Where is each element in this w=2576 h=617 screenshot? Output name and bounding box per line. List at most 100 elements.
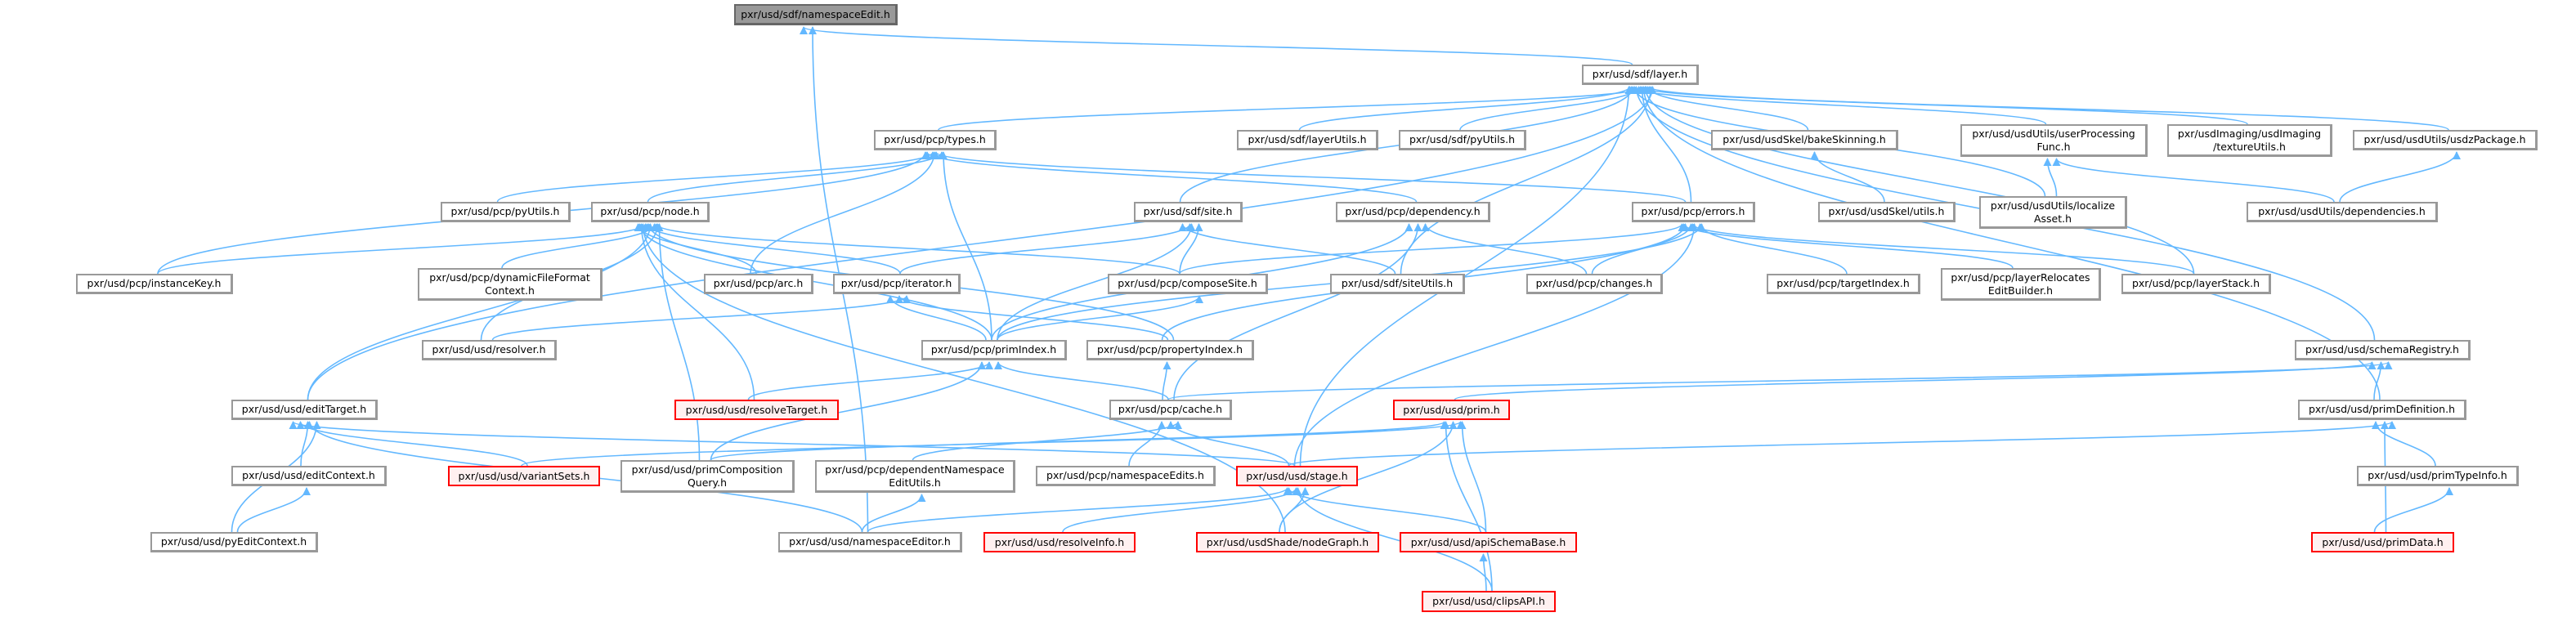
include-edge-layerUtils-to-layer	[1298, 86, 1634, 131]
include-edge-editTarget-to-layer	[307, 86, 1657, 400]
node-label: pxr/usd/pcp/node.h	[600, 205, 700, 217]
node-label: pxr/usd/sdf/layerUtils.h	[1248, 133, 1367, 145]
graph-node-siteUtils[interactable]: pxr/usd/sdf/siteUtils.h	[1330, 274, 1465, 294]
node-label: pxr/usd/usd/primComposition	[631, 463, 783, 476]
graph-node-primDefinition[interactable]: pxr/usd/usd/primDefinition.h	[2298, 400, 2466, 420]
include-edge-siteUtils-to-site	[1178, 223, 1396, 275]
node-label: pxr/usd/pcp/errors.h	[1641, 205, 1745, 217]
graph-node-skelUtils[interactable]: pxr/usd/usdSkel/utils.h	[1818, 202, 1956, 222]
include-edge-layerRelocates-to-errors	[1679, 223, 2014, 269]
include-edge-editContext-to-editTarget	[300, 421, 312, 467]
node-label: pxr/usd/usdSkel/utils.h	[1828, 205, 1945, 217]
include-edge-changes-to-dependency	[1421, 223, 1588, 275]
graph-node-editTarget[interactable]: pxr/usd/usd/editTarget.h	[231, 400, 378, 420]
include-edge-userProc-to-layer	[1627, 86, 2047, 125]
graph-node-resolver[interactable]: pxr/usd/usd/resolver.h	[422, 340, 557, 360]
node-label: pxr/usd/pcp/layerStack.h	[2131, 277, 2260, 289]
include-edge-pcpPyUtils-to-types	[496, 151, 937, 203]
graph-node-texture[interactable]: pxr/usdImaging/usdImaging/textureUtils.h	[2167, 124, 2332, 157]
graph-node-iterator[interactable]: pxr/usd/pcp/iterator.h	[833, 274, 961, 294]
node-label: pxr/usd/usd/stage.h	[1246, 469, 1348, 482]
node-label: pxr/usd/usd/clipsAPI.h	[1432, 595, 1545, 607]
graph-node-primIndex[interactable]: pxr/usd/pcp/primIndex.h	[921, 340, 1067, 360]
include-edge-layer-to-ns	[800, 26, 1633, 65]
graph-node-bakeSkinning[interactable]: pxr/usd/usdSkel/bakeSkinning.h	[1711, 130, 1898, 150]
graph-node-apiSchemaBase[interactable]: pxr/usd/usd/apiSchemaBase.h	[1400, 532, 1577, 552]
include-edge-usdz-to-layer	[1645, 86, 2449, 131]
include-edge-composeSite-to-errors	[1179, 223, 1687, 275]
include-edge-nsEditor-to-stage	[867, 487, 1292, 533]
include-edge-errors-to-layer	[1637, 86, 1692, 203]
graph-node-composeSite[interactable]: pxr/usd/pcp/composeSite.h	[1108, 274, 1268, 294]
graph-node-usdz[interactable]: pxr/usd/usdUtils/usdzPackage.h	[2353, 130, 2538, 150]
graph-node-nodeGraph[interactable]: pxr/usd/usdShade/nodeGraph.h	[1196, 532, 1379, 552]
graph-node-errors[interactable]: pxr/usd/pcp/errors.h	[1632, 202, 1755, 222]
graph-node-dependencies[interactable]: pxr/usd/usdUtils/dependencies.h	[2247, 202, 2438, 222]
node-label: pxr/usd/pcp/primIndex.h	[930, 343, 1057, 355]
include-edge-primCompQuery-to-node	[655, 223, 701, 461]
graph-node-pcpPyUtils[interactable]: pxr/usd/pcp/pyUtils.h	[441, 202, 571, 222]
graph-node-resolveInfo[interactable]: pxr/usd/usd/resolveInfo.h	[983, 532, 1136, 552]
include-edge-siteUtils-to-layer	[1400, 86, 1655, 275]
graph-node-types[interactable]: pxr/usd/pcp/types.h	[874, 130, 997, 150]
graph-node-layerUtils[interactable]: pxr/usd/sdf/layerUtils.h	[1237, 130, 1378, 150]
graph-node-site[interactable]: pxr/usd/sdf/site.h	[1134, 202, 1243, 222]
node-label: pxr/usd/pcp/propertyIndex.h	[1096, 343, 1243, 355]
include-edge-primIndex-to-composeSite	[997, 295, 1203, 341]
graph-node-layerStack[interactable]: pxr/usd/pcp/layerStack.h	[2121, 274, 2271, 294]
include-edge-stage-to-errors	[1293, 223, 1699, 467]
graph-node-node[interactable]: pxr/usd/pcp/node.h	[591, 202, 710, 222]
include-edge-skelUtils-to-bakeSkinning	[1810, 151, 1885, 203]
include-edge-primIndex-to-node	[635, 223, 992, 341]
node-label: pxr/usd/sdf/site.h	[1143, 205, 1233, 217]
graph-node-schemaRegistry[interactable]: pxr/usd/usd/schemaRegistry.h	[2295, 340, 2471, 360]
include-edge-types-to-layer	[938, 86, 1651, 131]
graph-node-arc[interactable]: pxr/usd/pcp/arc.h	[704, 274, 813, 294]
node-label: pxr/usd/pcp/cache.h	[1118, 403, 1223, 415]
include-edge-propertyIndex-to-iterator	[895, 295, 1169, 341]
graph-node-pyEditContext[interactable]: pxr/usd/usd/pyEditContext.h	[150, 532, 318, 552]
graph-node-clipsAPI[interactable]: pxr/usd/usd/clipsAPI.h	[1422, 591, 1556, 612]
include-edge-localize-to-userProc	[2043, 158, 2058, 197]
include-edge-resolveInfo-to-stage	[1062, 487, 1301, 533]
graph-node-changes[interactable]: pxr/usd/pcp/changes.h	[1526, 274, 1663, 294]
graph-node-variantSets[interactable]: pxr/usd/usd/variantSets.h	[448, 466, 600, 486]
node-label: pxr/usd/usd/primTypeInfo.h	[2368, 469, 2507, 481]
include-edge-resolveTarget-to-primIndex	[747, 361, 993, 400]
node-label: pxr/usd/usdUtils/dependencies.h	[2258, 205, 2426, 217]
graph-node-targetIndex[interactable]: pxr/usd/pcp/targetIndex.h	[1767, 274, 1920, 294]
include-edge-primTypeInfo-to-primDefinition	[2372, 421, 2436, 467]
graph-node-primTypeInfo[interactable]: pxr/usd/usd/primTypeInfo.h	[2357, 466, 2519, 486]
graph-node-sdfPyUtils[interactable]: pxr/usd/sdf/pyUtils.h	[1399, 130, 1526, 150]
node-label: Asset.h	[2033, 212, 2072, 225]
graph-node-layer[interactable]: pxr/usd/sdf/layer.h	[1582, 65, 1699, 85]
include-edge-editTarget-to-node	[307, 223, 655, 400]
graph-node-prim[interactable]: pxr/usd/usd/prim.h	[1393, 400, 1510, 420]
graph-node-resolveTarget[interactable]: pxr/usd/usd/resolveTarget.h	[674, 400, 839, 420]
graph-node-nsEditor[interactable]: pxr/usd/usd/namespaceEditor.h	[778, 532, 962, 552]
node-label: pxr/usd/usd/editTarget.h	[241, 403, 367, 415]
graph-node-editContext[interactable]: pxr/usd/usd/editContext.h	[231, 466, 387, 486]
graph-node-stage[interactable]: pxr/usd/usd/stage.h	[1236, 466, 1358, 486]
graph-node-primData[interactable]: pxr/usd/usd/primData.h	[2311, 532, 2454, 552]
node-label: pxr/usd/pcp/instanceKey.h	[87, 277, 222, 289]
include-edge-instanceKey-to-node	[157, 223, 650, 275]
graph-node-propertyIndex[interactable]: pxr/usd/pcp/propertyIndex.h	[1086, 340, 1254, 360]
include-edge-dependencies-to-usdz	[2339, 151, 2461, 203]
graph-node-instanceKey[interactable]: pxr/usd/pcp/instanceKey.h	[76, 274, 233, 294]
node-label: pxr/usd/pcp/dynamicFileFormat	[429, 270, 590, 284]
include-edge-primCompQuery-to-prim	[710, 421, 1449, 461]
node-label: pxr/usd/usdSkel/bakeSkinning.h	[1723, 133, 1886, 145]
graph-node-nsEdits[interactable]: pxr/usd/pcp/namespaceEdits.h	[1036, 466, 1216, 486]
graph-node-dependency[interactable]: pxr/usd/pcp/dependency.h	[1336, 202, 1490, 222]
graph-node-cache[interactable]: pxr/usd/pcp/cache.h	[1109, 400, 1232, 420]
include-edge-stage-to-primDefinition	[1288, 421, 2396, 467]
node-label: pxr/usd/sdf/pyUtils.h	[1409, 133, 1516, 145]
